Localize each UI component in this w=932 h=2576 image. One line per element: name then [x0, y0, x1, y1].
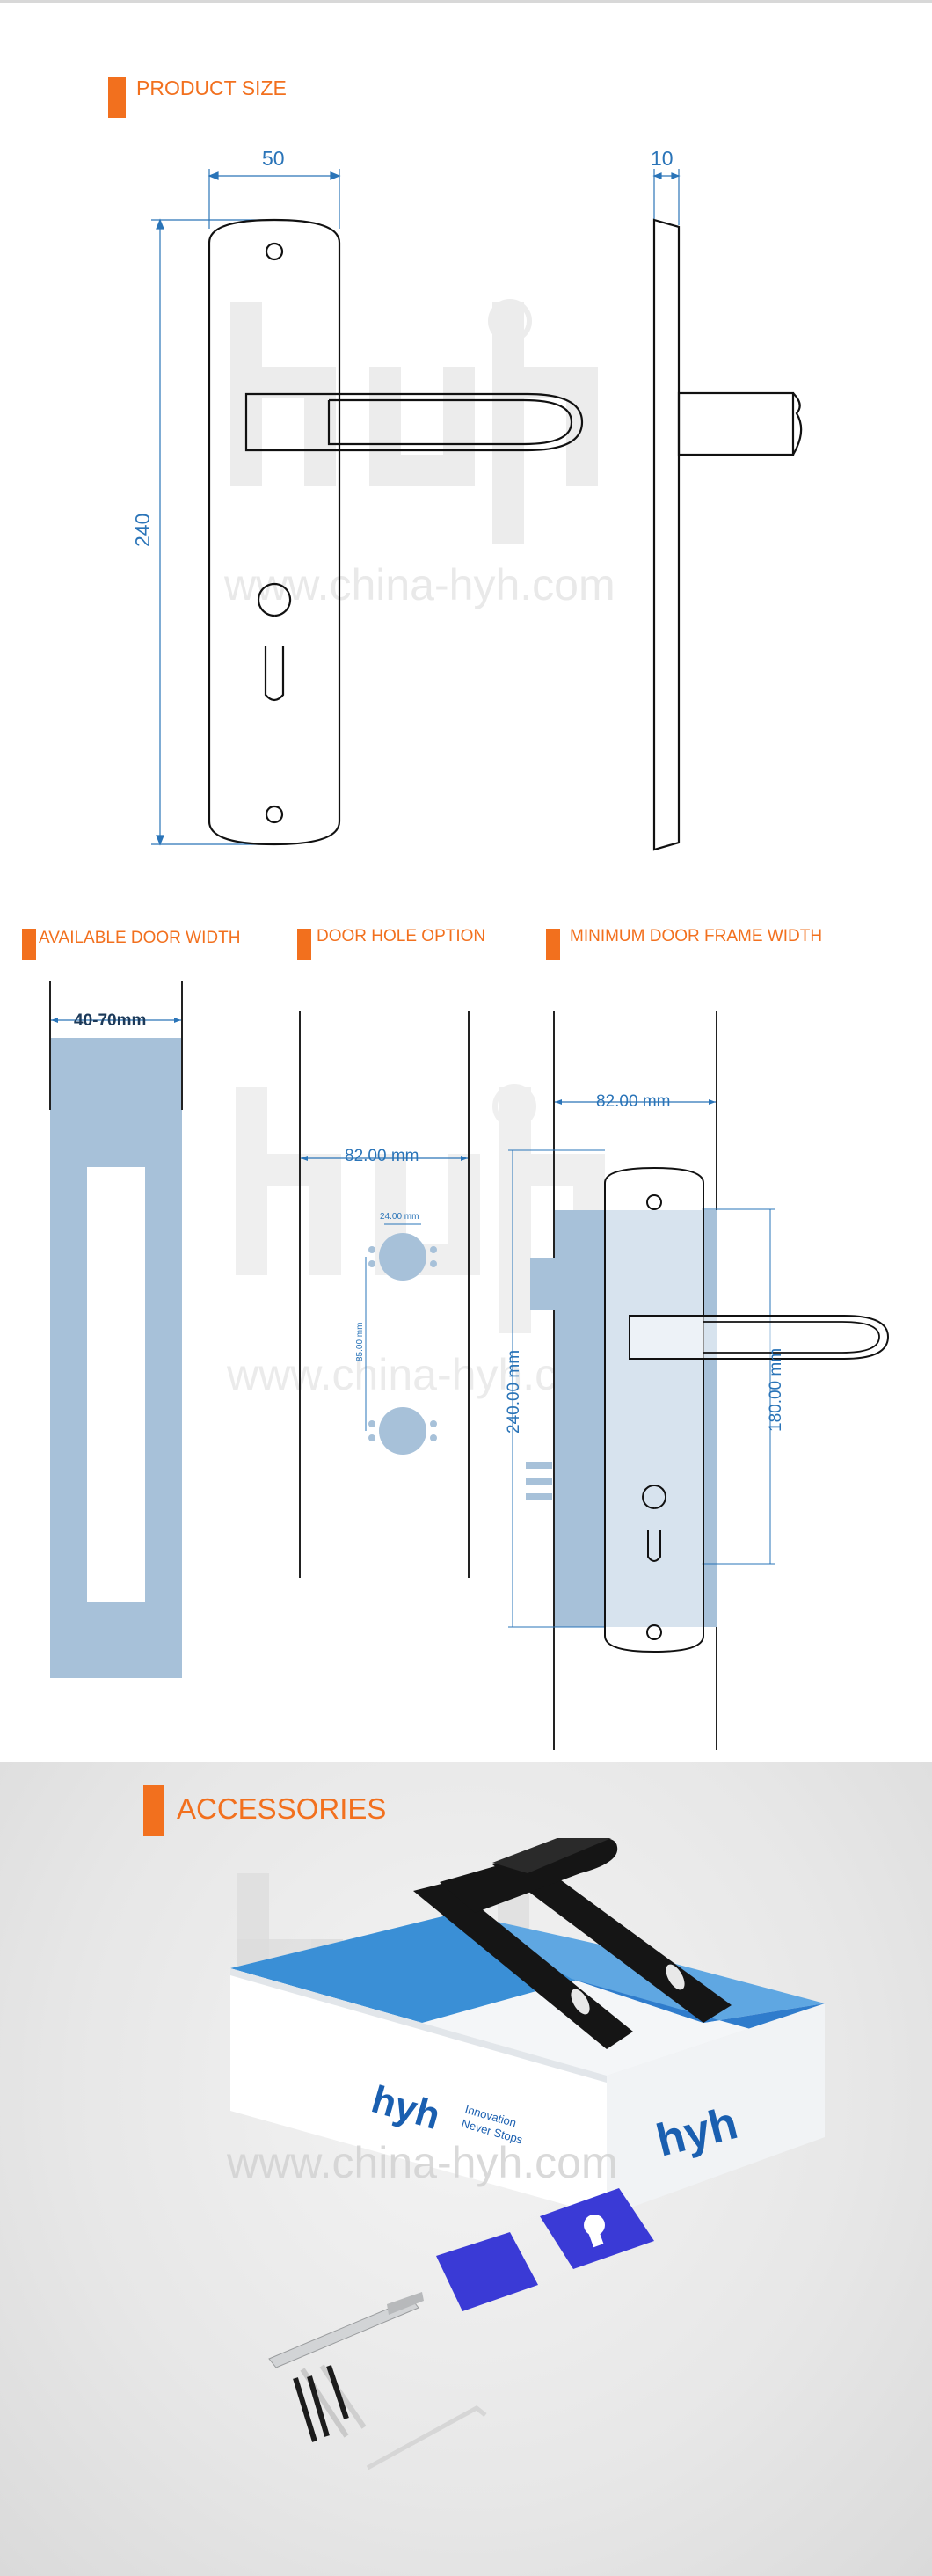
plate-side-view	[652, 218, 803, 851]
hole-gap-label: 85.00 mm	[355, 1323, 365, 1361]
width-dimension	[208, 169, 341, 229]
accessories-photo: hyh Innovation Never Stops hyh www.china…	[226, 1838, 825, 2470]
thickness-dimension	[652, 169, 681, 225]
hole-width-label: 24.00 mm	[380, 1212, 419, 1222]
plate-front-view	[208, 218, 584, 846]
door-width-label: 40-70mm	[74, 1011, 146, 1030]
top-divider	[0, 0, 932, 3]
accessories-marker	[143, 1785, 164, 1836]
watermark-url: www.china-hyh.com	[223, 560, 615, 609]
door-frame-panel	[508, 1011, 890, 1750]
frame-width-label: 82.00 mm	[596, 1092, 670, 1111]
product-size-marker	[108, 77, 126, 118]
spindle-and-screws	[268, 2292, 487, 2470]
plate-height-label: 240.00 mm	[505, 1350, 523, 1434]
black-handles	[413, 1838, 732, 2049]
minimum-door-frame-width-heading: MINIMUM DOOR FRAME WIDTH	[570, 927, 823, 945]
door-hole-panel	[299, 1011, 470, 1578]
watermark-url-2: www.china-hyh.com	[226, 1350, 618, 1399]
accessories-heading: ACCESSORIES	[177, 1792, 387, 1825]
width-label: 50	[262, 147, 285, 170]
watermark-logo	[230, 299, 598, 544]
thickness-label: 10	[651, 147, 674, 170]
product-size-drawing: www.china-hyh.com 50 240 10	[131, 147, 803, 851]
hole-height-label: 180.00 mm	[767, 1348, 785, 1432]
blue-gaskets	[436, 2188, 654, 2311]
available-door-width-marker	[22, 929, 36, 960]
height-label: 240	[131, 514, 154, 547]
door-hole-option-marker	[297, 929, 311, 960]
minimum-door-frame-width-marker	[546, 929, 560, 960]
door-hole-option-heading: DOOR HOLE OPTION	[317, 927, 486, 945]
available-door-width-heading: AVAILABLE DOOR WIDTH	[39, 929, 241, 947]
product-size-heading: PRODUCT SIZE	[136, 77, 287, 99]
watermark-url-3: www.china-hyh.com	[226, 2138, 618, 2187]
hole-spacing-label: 82.00 mm	[345, 1147, 419, 1165]
door-width-panel	[49, 981, 183, 1678]
height-dimension	[151, 218, 264, 846]
door-diagrams: www.china-hyh.com 40-70mm 82.00 mm 24.00…	[49, 981, 890, 1750]
